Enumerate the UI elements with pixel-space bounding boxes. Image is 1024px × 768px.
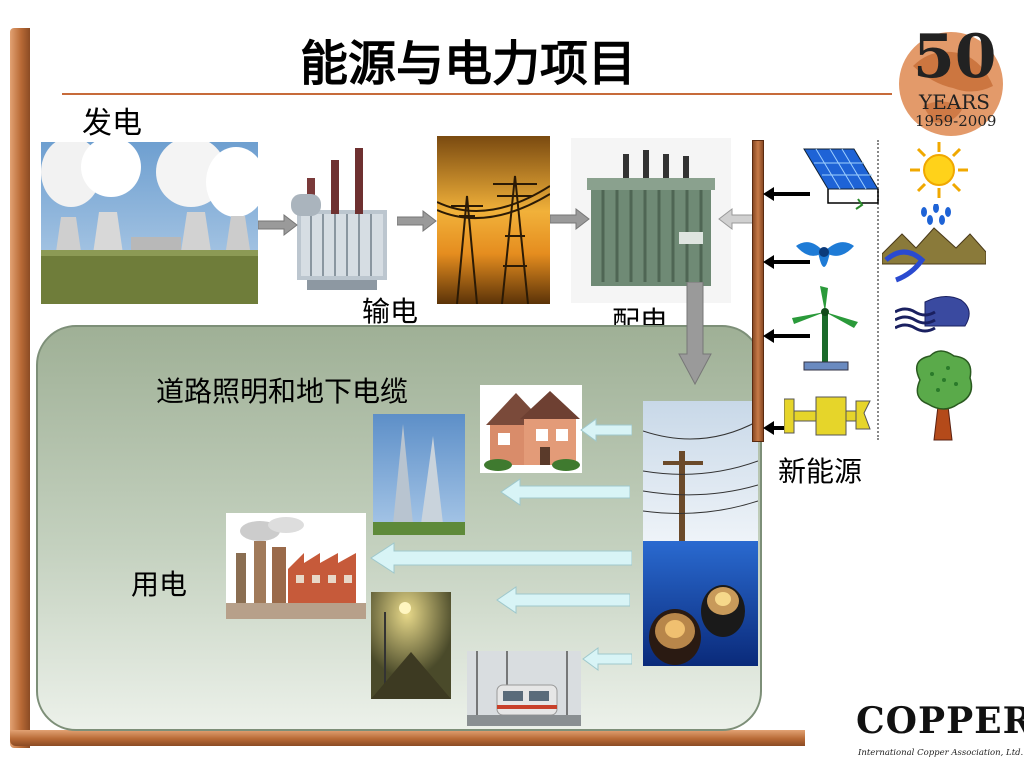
cables-image	[643, 541, 758, 666]
street-lights-image	[371, 592, 451, 699]
arrow-hydro-to-bus	[763, 255, 810, 269]
frame-bottom-bar	[10, 730, 805, 746]
arrow-to-factory	[370, 542, 632, 574]
new-energy-label: 新能源	[778, 455, 863, 488]
arrow-solar-to-bus	[763, 187, 810, 201]
distribution-transformer-image	[571, 138, 731, 303]
copper-logo-tagline: International Copper Association, Ltd.	[858, 748, 1024, 758]
overhead-lines-image	[643, 401, 758, 541]
new-energy-divider	[877, 140, 879, 440]
sun-icon	[910, 142, 968, 198]
new-energy-bus-bar	[752, 140, 764, 442]
globe-icon	[899, 32, 1003, 136]
page-title: 能源与电力项目	[300, 36, 637, 92]
consumption-label: 用电	[131, 568, 188, 601]
transmission-label: 输电	[362, 295, 419, 328]
arrow-generation-to-transformer	[258, 214, 298, 236]
title-rule	[62, 93, 892, 95]
train-image	[467, 651, 581, 726]
arrow-wind-to-bus	[763, 329, 810, 343]
hydro-turbine-icon	[796, 242, 854, 267]
house-image	[480, 385, 582, 473]
road-lighting-cables-label: 道路照明和地下电缆	[156, 375, 409, 408]
arrow-distribution-down	[678, 282, 712, 386]
biomass-generator-icon	[784, 396, 871, 436]
wind-turbine-icon	[792, 286, 858, 371]
copper-logo: COPPER International Copper Association,…	[856, 700, 1024, 766]
skyscraper-image	[373, 414, 465, 535]
solar-panel-icon	[803, 148, 879, 210]
badge-number: 50	[913, 22, 997, 92]
arrow-transformer-to-tower	[397, 210, 437, 232]
arrow-biomass-to-bus	[763, 421, 788, 435]
arrow-tower-to-distribution	[550, 208, 590, 230]
wave-icon	[895, 296, 970, 333]
transformer-image	[287, 140, 397, 300]
frame-left-bar	[10, 28, 30, 748]
arrow-to-street-lights	[496, 586, 630, 614]
badge-range: 1959-2009	[915, 112, 997, 130]
arrow-to-house	[580, 418, 632, 442]
power-plant-image	[41, 142, 258, 304]
badge-years: YEARS	[919, 90, 991, 114]
fifty-years-badge: 50 YEARS 1959-2009	[893, 22, 1013, 138]
arrow-to-skyscraper	[500, 478, 630, 506]
generation-label: 发电	[82, 106, 142, 141]
rain-mountain-icon	[882, 204, 986, 283]
factory-image	[226, 513, 366, 619]
arrow-to-train	[582, 647, 632, 671]
tree-icon	[915, 350, 973, 441]
transmission-tower-image	[437, 136, 550, 304]
copper-logo-brand: COPPER	[856, 700, 1024, 742]
